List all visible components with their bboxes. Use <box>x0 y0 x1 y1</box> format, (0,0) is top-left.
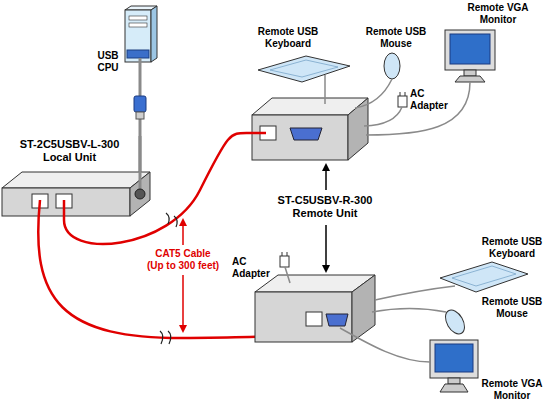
drive-bay <box>129 23 147 27</box>
monitor-icon <box>445 30 495 70</box>
local-unit: ST-2C5USBV-L-300 Local Unit <box>2 136 152 220</box>
pointer-arrow <box>325 225 327 266</box>
keyboard-cable <box>375 286 455 300</box>
mouse-cable <box>355 79 392 108</box>
cat5-cable <box>250 132 266 135</box>
vga-port <box>326 314 348 326</box>
arrow-head <box>179 325 187 333</box>
pointer-arrow <box>325 170 327 190</box>
adapter-label: AC Adapter <box>410 88 454 112</box>
unit-front <box>2 188 130 216</box>
monitor-base <box>440 384 468 392</box>
monitor-screen <box>435 344 473 372</box>
device-label: Remote USB Keyboard <box>256 26 320 50</box>
remote-unit: ST-C5USBV-R-300 Remote Unit <box>250 94 400 222</box>
usb-cable <box>139 58 142 82</box>
device-label: Remote VGA Monitor <box>480 378 544 402</box>
ac-plug <box>398 96 407 107</box>
mouse-icon <box>384 53 400 79</box>
keyboard-keys <box>452 266 516 286</box>
device-label: Remote USB Mouse <box>364 26 428 50</box>
power-cable <box>364 107 402 126</box>
plug-prong <box>282 252 283 256</box>
monitor-icon <box>430 340 478 378</box>
unit-front <box>252 115 348 160</box>
monitor-base <box>455 76 485 82</box>
plug-prong <box>405 92 406 96</box>
keyboard-cable <box>324 75 326 104</box>
pointer-arrow <box>182 225 184 245</box>
unit-label: ST-C5USBV-R-300 Remote Unit <box>269 194 381 220</box>
unit-top <box>2 172 150 188</box>
mouse-cable <box>372 309 446 313</box>
pointer-arrow <box>182 275 184 326</box>
plug-prong <box>400 92 401 96</box>
cpu-side <box>151 6 157 62</box>
monitor-neck <box>464 70 476 76</box>
adapter-label: AC Adapter <box>232 256 276 280</box>
ac-plug <box>280 256 289 267</box>
vga-port <box>290 128 322 140</box>
usb-port <box>135 189 145 199</box>
keyboard-keys <box>270 60 338 77</box>
usb-cable <box>139 136 142 190</box>
device-label: Remote VGA Monitor <box>466 2 530 26</box>
usb-cable <box>139 136 142 190</box>
unit-label: ST-2C5USBV-L-300 Local Unit <box>12 138 127 164</box>
drive-bay <box>129 16 147 20</box>
usb-plug-tip <box>136 112 144 119</box>
vga-cable <box>340 328 430 362</box>
vga-cable <box>366 82 470 135</box>
power-cable <box>285 267 290 283</box>
keyboard-icon <box>440 262 528 292</box>
device-label: Remote USB Keyboard <box>480 236 544 260</box>
cable-label: CAT5 Cable (Up to 300 feet) <box>146 248 220 272</box>
unit-side <box>352 275 375 342</box>
computer-label: USB CPU <box>94 50 122 74</box>
rj45-port <box>306 312 322 326</box>
arrow-head <box>179 218 187 226</box>
monitor-screen <box>450 34 490 64</box>
usb-plug <box>134 96 146 112</box>
break-mark <box>160 331 171 344</box>
unit-front <box>255 292 352 342</box>
monitor-neck <box>448 378 460 384</box>
plug-prong <box>287 252 288 256</box>
cat5-cable <box>63 200 66 220</box>
arrow-head <box>322 265 330 273</box>
computer-node: USB CPU <box>92 4 158 82</box>
device-label: Remote USB Mouse <box>480 296 544 320</box>
cpu-base <box>127 50 149 58</box>
break-mark <box>166 213 177 227</box>
cpu-front <box>125 10 151 62</box>
keyboard-icon <box>258 56 350 82</box>
arrow-head <box>322 163 330 171</box>
